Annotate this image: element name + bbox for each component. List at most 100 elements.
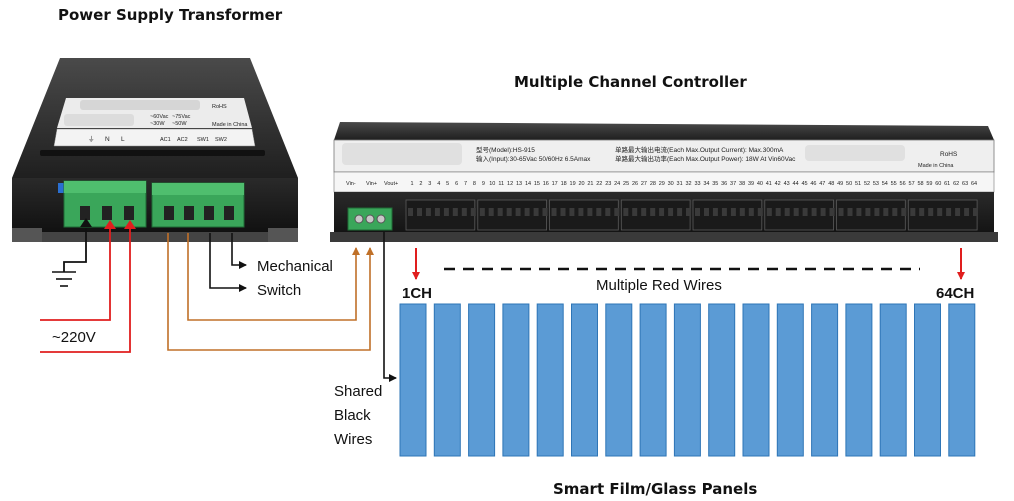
channel-number: 61 [944, 181, 950, 187]
channel-terminal-screw [668, 208, 674, 216]
last-channel-label: 64CH [936, 285, 974, 302]
channel-number: 7 [464, 181, 467, 187]
channel-terminal-screw [686, 208, 691, 216]
panel [948, 303, 976, 457]
channel-terminal-screw [614, 208, 620, 216]
channel-terminal-screw [417, 208, 422, 216]
channel-terminal-screw [919, 208, 925, 216]
panel [433, 303, 461, 457]
switch-label: Switch [257, 282, 301, 299]
controller-terminal-vin-plus: Vin+ [366, 181, 377, 187]
channel-number: 19 [570, 181, 576, 187]
shared-label-line-1: Shared [334, 383, 382, 400]
first-channel-label: 1CH [402, 285, 432, 302]
channel-terminal-screw [730, 208, 736, 216]
switch-wire-2 [231, 233, 247, 269]
channel-output-terminal-blocks [405, 199, 978, 231]
transformer-output-terminal-block [151, 182, 245, 228]
transformer-terminal-labels: ⏚ N L AC1 AC2 SW1 SW2 [88, 135, 227, 143]
channel-terminal-screw [748, 208, 754, 216]
channel-terminal-screw [515, 208, 521, 216]
channel-terminal-screw [632, 208, 638, 216]
channel-number: 23 [605, 181, 611, 187]
terminal-label-sw1: SW1 [197, 137, 209, 143]
channel-number: 21 [587, 181, 593, 187]
channel-terminal-screw [739, 208, 745, 216]
channel-terminal-screw [793, 208, 799, 216]
channel-number: 64 [971, 181, 977, 187]
channel-terminal-screw [883, 208, 889, 216]
shared-black-wire [383, 232, 397, 382]
channel-terminal-screw [443, 208, 449, 216]
channel-number: 2 [419, 181, 422, 187]
panel [502, 303, 530, 457]
controller-input-terminal-block [347, 207, 393, 231]
channel-terminal-screw [811, 208, 817, 216]
channel-number: 10 [489, 181, 495, 187]
panel [571, 303, 598, 457]
channel-number: 58 [917, 181, 923, 187]
channel-number: 60 [935, 181, 941, 187]
channel-terminal-screw [479, 208, 485, 216]
panel [673, 303, 701, 457]
channel-terminal-screw [856, 208, 862, 216]
terminal-label-l: L [121, 136, 125, 143]
channel-terminal-screw [650, 208, 656, 216]
channel-number: 16 [543, 181, 549, 187]
channel-terminal-screw [892, 208, 898, 216]
transformer-input-terminal-block [58, 180, 147, 228]
channel-number: 41 [766, 181, 772, 187]
transformer-rohs-mark: RoHS [212, 104, 227, 110]
channel-terminal-screw [551, 208, 557, 216]
controller-terminal-vin-minus: Vin- [346, 181, 356, 187]
channel-number: 35 [712, 181, 718, 187]
channel-terminal-screw [946, 208, 952, 216]
smart-film-panels [399, 303, 976, 457]
switch-wire-1 [209, 233, 247, 292]
panel [845, 303, 873, 457]
channel-terminal-screw [874, 208, 880, 216]
channel-terminal-screw [820, 208, 826, 216]
channel-number: 26 [632, 181, 638, 187]
controller-made-in-china: Made in China [918, 163, 954, 169]
channel-number: 5 [446, 181, 449, 187]
channel-number: 11 [498, 181, 504, 187]
transformer-spec-1: ~60Vac [150, 114, 169, 120]
channel-terminal-screw [452, 208, 458, 216]
channel-terminal-screw [775, 208, 781, 216]
channel-terminal-screw [623, 208, 629, 216]
channel-number: 31 [677, 181, 683, 187]
channel-terminal-screw [425, 208, 431, 216]
channel-terminal-screw [964, 208, 970, 216]
transformer-spec-4: ~50W [172, 121, 187, 127]
channel-terminal-screw [704, 208, 709, 216]
voltage-label: ~220V [52, 329, 96, 346]
panel [742, 303, 770, 457]
channel-terminal-screw [569, 208, 575, 216]
channel-terminal-screw [470, 208, 476, 216]
channel-number: 4 [437, 181, 440, 187]
channel-number: 3 [428, 181, 431, 187]
channel-number: 9 [482, 181, 485, 187]
controller-title: Multiple Channel Controller [514, 73, 747, 91]
wires [40, 218, 965, 382]
channel-terminal-screw [408, 208, 413, 216]
channel-terminal-screw [757, 208, 763, 216]
channel-number: 42 [775, 181, 781, 187]
terminal-label-ac1: AC1 [160, 137, 171, 143]
channel-number: 25 [623, 181, 629, 187]
channel-number: 43 [784, 181, 790, 187]
channel-terminal-screw [910, 208, 916, 216]
channel-number: 27 [641, 181, 647, 187]
channel-terminal-screw [434, 208, 440, 216]
channel-number: 22 [596, 181, 602, 187]
channel-number: 45 [801, 181, 807, 187]
channel-number: 52 [864, 181, 870, 187]
terminal-label-n: N [105, 136, 110, 143]
channel-number: 33 [694, 181, 700, 187]
panel [399, 303, 427, 457]
channel-number: 38 [739, 181, 745, 187]
